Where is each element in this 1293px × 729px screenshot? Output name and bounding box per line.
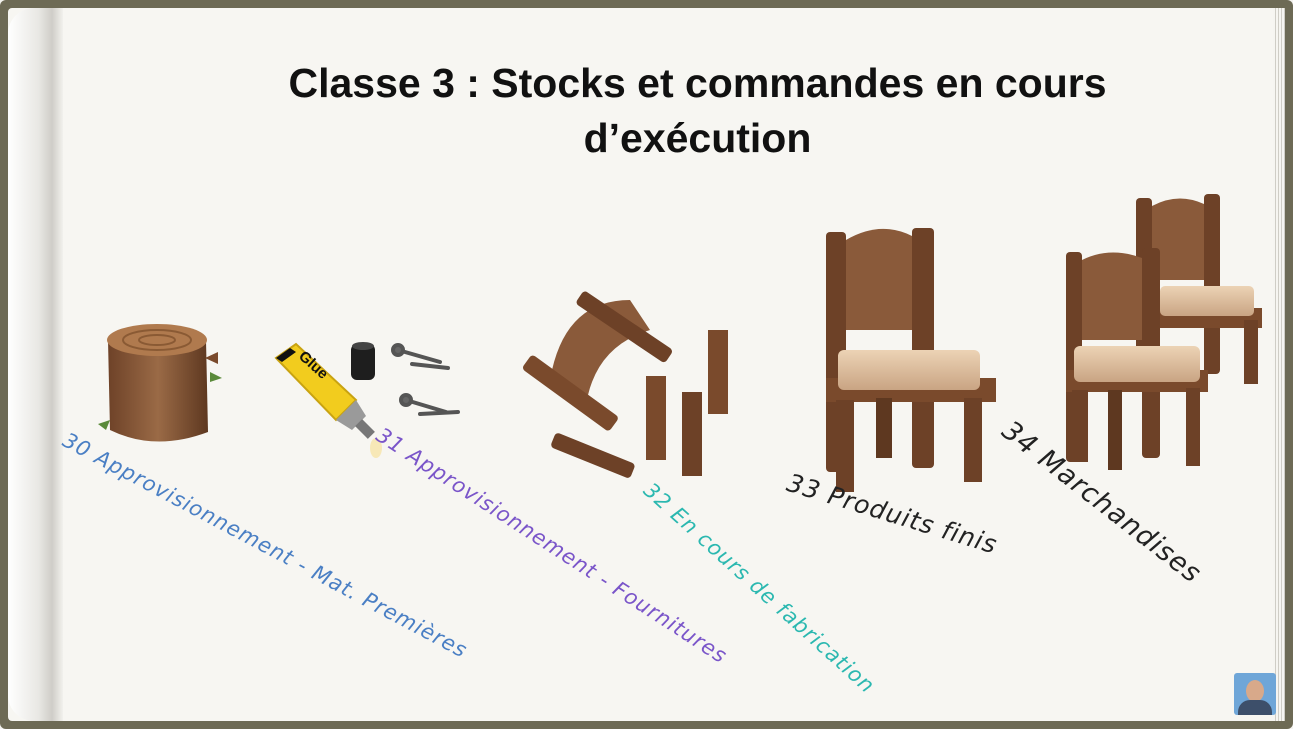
chair-icon [826,228,996,492]
avatar [1234,673,1276,715]
nails-icon [391,343,460,416]
page-title: Classe 3 : Stocks et commandes en cours … [288,60,1107,161]
notebook-binding [8,8,63,721]
tree-stump-icon [98,324,222,442]
glue-tube-icon: Glue [274,342,382,458]
chair-icon [1066,248,1208,470]
avatar-head [1246,680,1264,702]
broken-chair-icon [523,291,728,478]
page-edges [1273,8,1285,721]
avatar-body [1238,700,1272,715]
glue-cap-icon [351,342,375,380]
